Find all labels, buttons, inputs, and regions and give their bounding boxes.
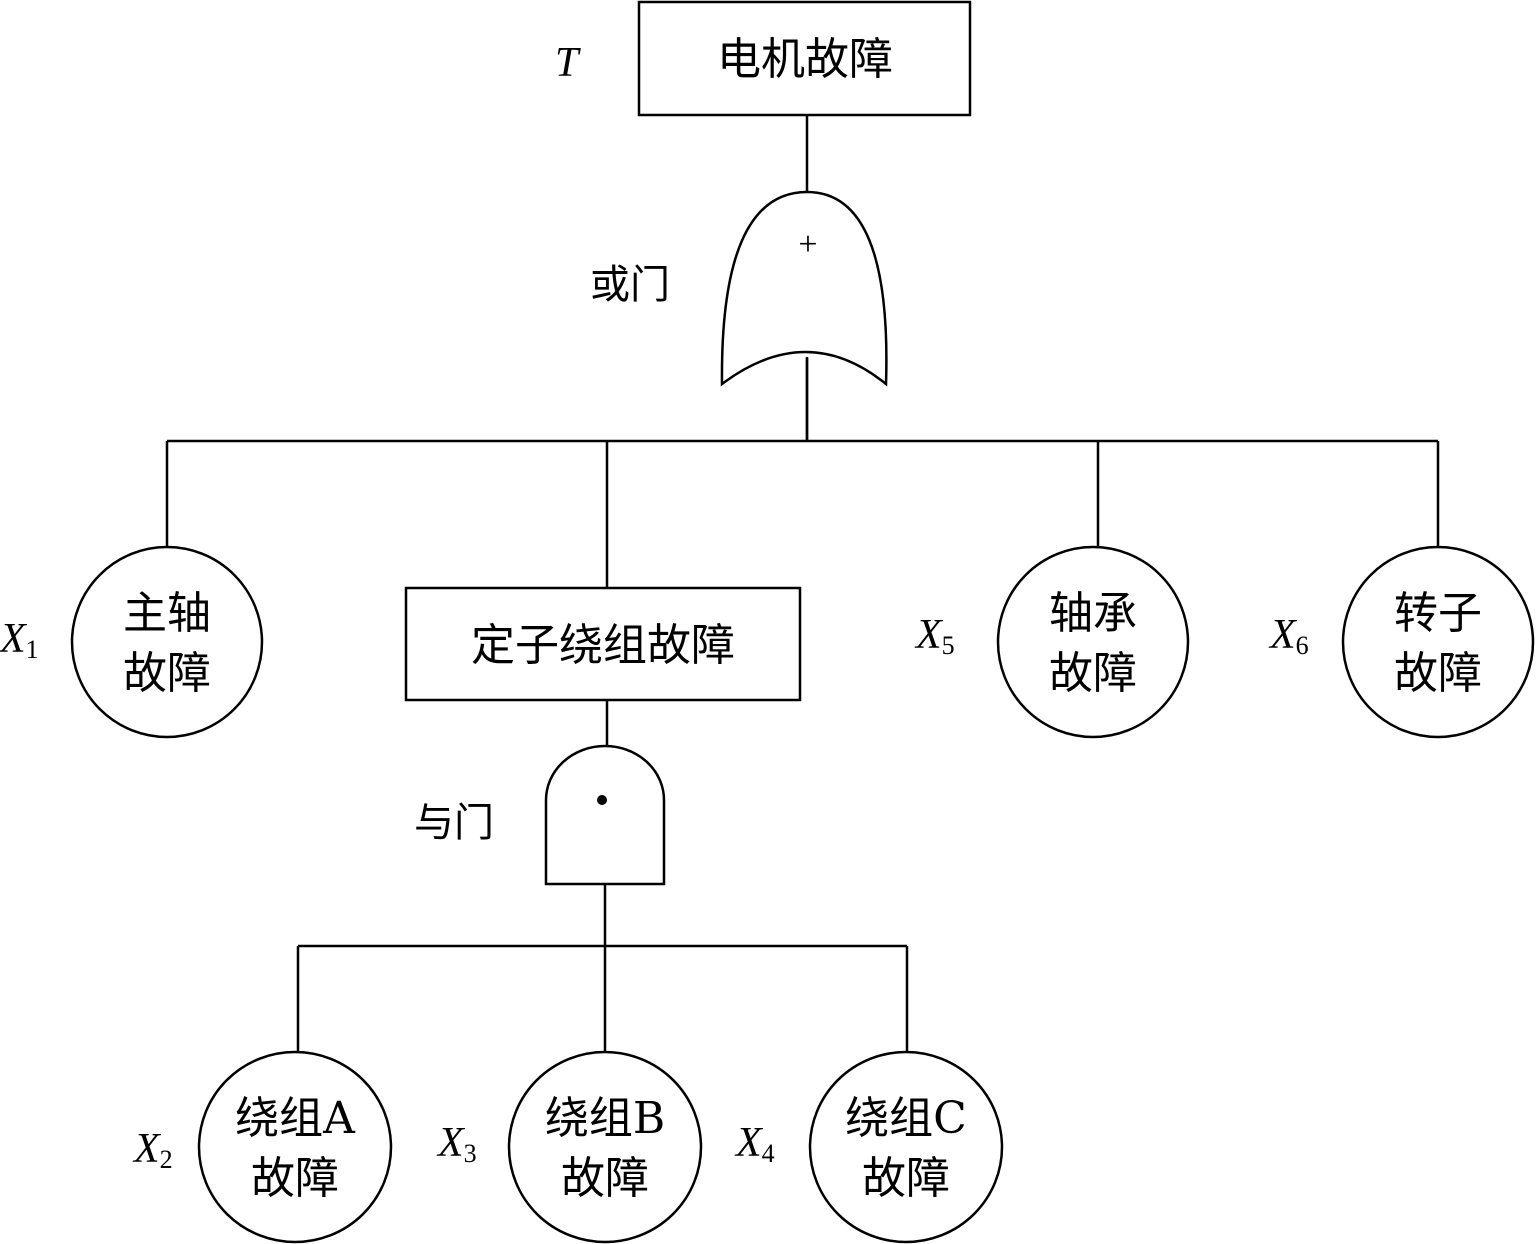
basic-event-subscript: 5 <box>942 631 955 660</box>
basic-event-x4: 绕组C 故障 X4 <box>734 1050 1004 1244</box>
basic-event-label-line2: 故障 <box>1049 648 1137 699</box>
and-gate-dot <box>597 795 607 805</box>
basic-event-subscript: 3 <box>464 1139 477 1168</box>
basic-event-variable: X3 <box>436 1120 477 1168</box>
basic-event-subscript: 2 <box>160 1145 173 1174</box>
or-gate: + 或门 <box>590 190 888 441</box>
basic-event-label-line1: 绕组C <box>845 1093 967 1144</box>
or-gate-label: 或门 <box>590 262 670 308</box>
or-gate-shape <box>720 190 888 387</box>
basic-event-subscript: 1 <box>26 635 39 664</box>
basic-event-label-line1: 主轴 <box>123 588 211 639</box>
top-event: T 电机故障 <box>555 0 972 117</box>
basic-event-circle <box>996 545 1190 739</box>
basic-event-subscript: 6 <box>1296 631 1309 660</box>
basic-event-label-line2: 故障 <box>251 1153 339 1204</box>
or-gate-symbol: + <box>798 226 817 263</box>
top-event-box <box>637 0 972 117</box>
basic-event-circle <box>1341 545 1535 739</box>
basic-event-label-line2: 故障 <box>1394 648 1482 699</box>
basic-event-label-line2: 故障 <box>862 1153 950 1204</box>
top-event-label: 电机故障 <box>717 34 893 85</box>
basic-event-variable: X2 <box>132 1126 173 1174</box>
basic-event-circle <box>507 1050 703 1244</box>
basic-event-label-line1: 轴承 <box>1049 588 1137 639</box>
intermediate-event: 定子绕组故障 <box>404 586 802 702</box>
and-gate: 与门 <box>414 744 666 886</box>
basic-event-variable: X6 <box>1268 612 1309 660</box>
top-event-symbol: T <box>555 40 581 86</box>
and-gate-shape <box>544 744 666 886</box>
basic-event-label-line1: 绕组B <box>545 1093 665 1144</box>
basic-event-circle <box>197 1050 393 1244</box>
basic-event-circle <box>70 545 264 739</box>
basic-event-label-line2: 故障 <box>123 648 211 699</box>
intermediate-event-box <box>404 586 802 702</box>
basic-event-label-line2: 故障 <box>561 1153 649 1204</box>
basic-event-subscript: 4 <box>762 1139 775 1168</box>
basic-event-label-line1: 绕组A <box>235 1093 356 1144</box>
basic-event-label-line1: 转子 <box>1394 588 1482 639</box>
basic-event-x3: 绕组B 故障 X3 <box>436 1050 703 1244</box>
basic-event-x2: 绕组A 故障 X2 <box>132 1050 393 1244</box>
basic-event-circle <box>808 1050 1004 1244</box>
and-gate-label: 与门 <box>414 800 494 846</box>
basic-event-variable: X5 <box>914 612 955 660</box>
intermediate-event-label: 定子绕组故障 <box>471 620 735 671</box>
connectors <box>165 115 1440 1052</box>
basic-event-variable: X4 <box>734 1120 775 1168</box>
basic-event-variable: X1 <box>0 616 39 664</box>
